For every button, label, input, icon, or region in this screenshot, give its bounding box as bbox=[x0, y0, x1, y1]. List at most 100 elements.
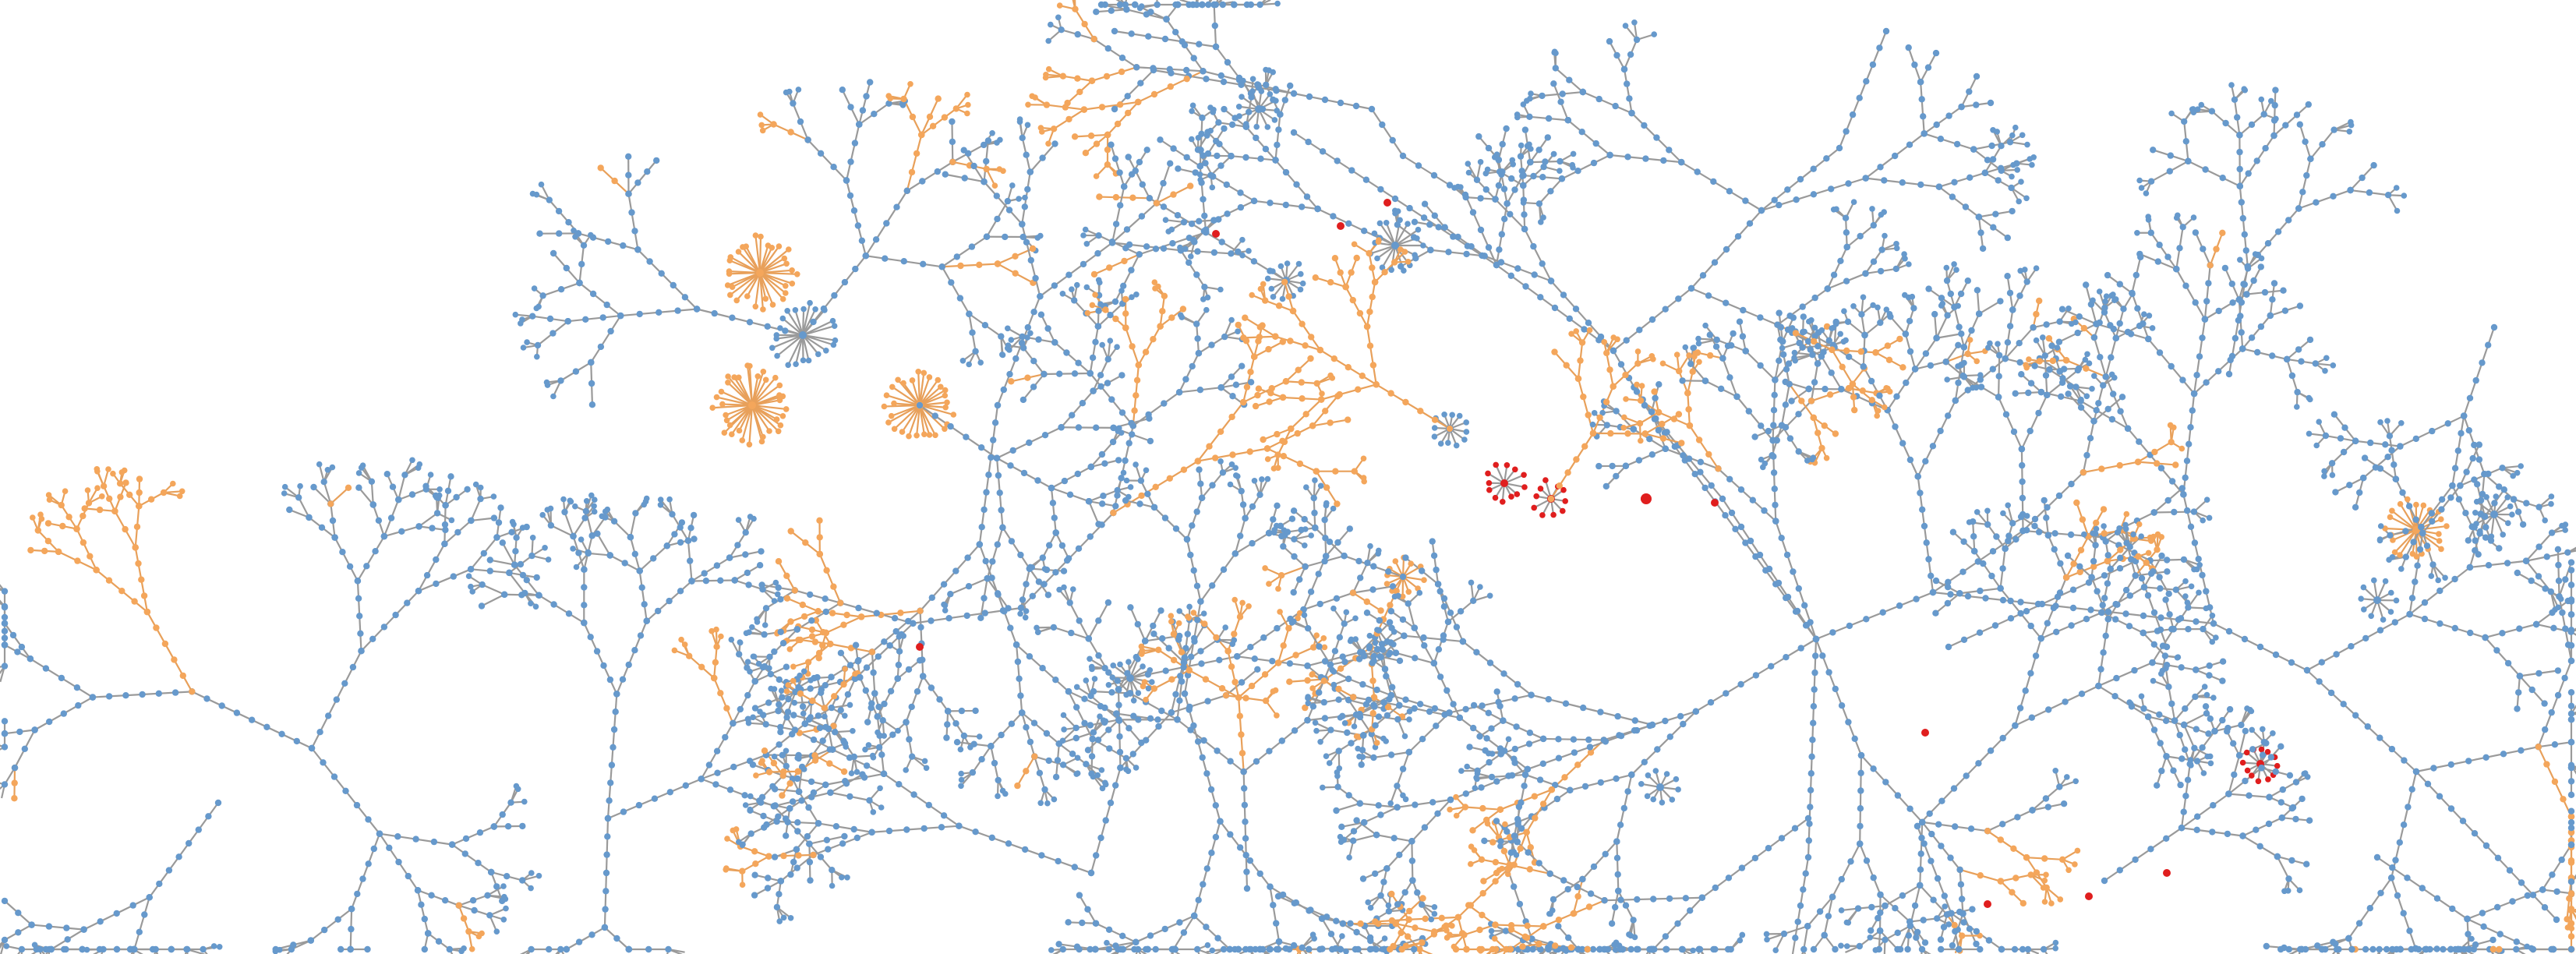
graph-node bbox=[1850, 394, 1857, 401]
graph-node bbox=[921, 431, 928, 437]
graph-edge bbox=[1238, 662, 1279, 698]
graph-node bbox=[2535, 543, 2542, 550]
graph-node bbox=[2388, 447, 2395, 454]
graph-node bbox=[942, 426, 948, 433]
graph-node bbox=[1295, 260, 1302, 267]
graph-node bbox=[2239, 345, 2246, 352]
graph-node bbox=[2086, 360, 2093, 367]
graph-node bbox=[1666, 733, 1673, 740]
graph-node bbox=[2505, 520, 2511, 526]
graph-node bbox=[1111, 105, 1118, 113]
graph-node bbox=[746, 441, 753, 448]
graph-node bbox=[2076, 313, 2083, 320]
graph-edge bbox=[1920, 82, 1925, 134]
graph-node bbox=[2485, 562, 2493, 569]
graph-node bbox=[1239, 94, 1245, 100]
graph-edge bbox=[736, 272, 761, 302]
graph-edge bbox=[918, 373, 925, 406]
graph-node bbox=[1896, 602, 1903, 610]
graph-node bbox=[1804, 458, 1811, 464]
graph-node bbox=[889, 383, 896, 390]
graph-edge bbox=[1945, 352, 1969, 363]
graph-node bbox=[2067, 531, 2075, 539]
graph-node bbox=[1776, 309, 1783, 316]
graph-node bbox=[2057, 896, 2064, 903]
graph-node bbox=[1956, 908, 1963, 916]
graph-node bbox=[2360, 584, 2367, 591]
graph-node bbox=[1996, 352, 2003, 359]
graph-node bbox=[1783, 654, 1790, 661]
graph-node bbox=[1634, 381, 1640, 388]
graph-node bbox=[1830, 271, 1838, 278]
graph-edge bbox=[818, 553, 842, 604]
graph-node bbox=[1772, 947, 1779, 953]
graph-node bbox=[1995, 177, 2002, 184]
graph-edge bbox=[1623, 69, 1633, 114]
graph-node bbox=[1992, 210, 1999, 217]
graph-edge bbox=[2415, 505, 2425, 531]
graph-node bbox=[1969, 906, 1976, 913]
graph-node bbox=[1832, 945, 1839, 953]
graph-node bbox=[2401, 757, 2408, 764]
graph-node bbox=[1677, 712, 1684, 720]
graph-node bbox=[1877, 267, 1885, 275]
graph-node bbox=[1973, 940, 1980, 948]
graph-node bbox=[1624, 788, 1631, 795]
graph-node bbox=[1951, 178, 1958, 186]
graph-node bbox=[1707, 352, 1714, 359]
graph-node bbox=[1319, 148, 1327, 155]
graph-node bbox=[2373, 596, 2381, 604]
graph-edge bbox=[2420, 485, 2454, 528]
graph-node bbox=[1800, 945, 1807, 953]
graph-node bbox=[1805, 385, 1812, 393]
graph-node bbox=[1513, 723, 1520, 730]
graph-node bbox=[2091, 373, 2097, 380]
graph-node bbox=[2193, 618, 2200, 625]
graph-node bbox=[1772, 501, 1779, 509]
graph-node bbox=[1427, 246, 1434, 253]
graph-node bbox=[1840, 338, 1847, 345]
graph-node bbox=[1899, 364, 1906, 371]
graph-node bbox=[2004, 339, 2012, 346]
graph-node bbox=[2138, 574, 2146, 582]
graph-node bbox=[2265, 776, 2271, 783]
graph-edge bbox=[772, 334, 804, 349]
graph-edge bbox=[1581, 840, 1618, 880]
graph-node bbox=[1857, 787, 1864, 794]
graph-node bbox=[1745, 408, 1752, 415]
graph-node bbox=[1337, 99, 1345, 107]
graph-node bbox=[1911, 902, 1919, 910]
graph-node bbox=[2542, 585, 2549, 592]
graph-edge bbox=[917, 371, 921, 406]
graph-edge bbox=[1189, 669, 1239, 698]
graph-node bbox=[2316, 678, 2323, 685]
graph-node bbox=[1906, 918, 1913, 925]
graph-node bbox=[1726, 475, 1733, 482]
graph-edge bbox=[1127, 156, 1150, 199]
graph-node bbox=[1826, 391, 1834, 398]
graph-node bbox=[2438, 516, 2444, 522]
graph-node bbox=[769, 344, 776, 352]
graph-node bbox=[1883, 385, 1889, 391]
graph-node bbox=[1905, 932, 1913, 939]
graph-node bbox=[1810, 414, 1817, 422]
graph-node bbox=[1435, 224, 1442, 231]
graph-node bbox=[1838, 702, 1846, 709]
graph-node bbox=[2248, 334, 2256, 341]
graph-node bbox=[2058, 306, 2066, 313]
graph-node bbox=[760, 369, 767, 375]
graph-node bbox=[1686, 422, 1694, 429]
graph-node bbox=[1570, 736, 1578, 743]
graph-node bbox=[2072, 383, 2080, 390]
graph-node bbox=[1878, 246, 1885, 253]
graph-node bbox=[1660, 157, 1667, 164]
graph-node bbox=[1796, 339, 1803, 347]
graph-node bbox=[1701, 377, 1709, 384]
graph-node bbox=[729, 284, 736, 291]
graph-node bbox=[2019, 899, 2027, 907]
graph-node bbox=[1737, 486, 1745, 493]
graph-node bbox=[2052, 768, 2058, 774]
graph-node bbox=[2183, 458, 2191, 465]
graph-node bbox=[1807, 398, 1815, 405]
graph-node bbox=[2333, 945, 2341, 953]
